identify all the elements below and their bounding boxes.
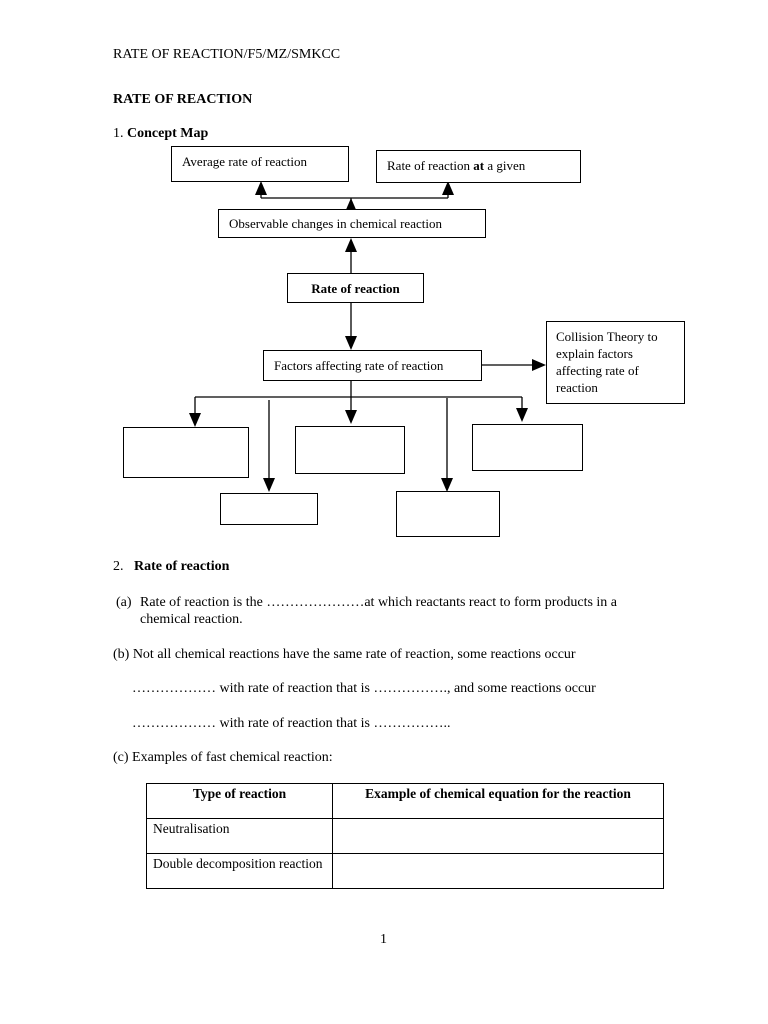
section-2-number: 2. [113, 559, 124, 574]
rate-given-post-label: a given [484, 158, 526, 173]
table-cell-type: Double decomposition reaction [146, 853, 333, 889]
para-a-line-1: Rate of reaction is the …………………at which … [140, 595, 618, 610]
para-a-marker: (a) [116, 595, 132, 610]
factors-box: Factors affecting rate of reaction [263, 350, 482, 381]
collision-theory-label: Collision Theory to explain factors affe… [556, 329, 658, 395]
factor-blank-box-2[interactable] [295, 426, 405, 474]
section-1-heading: 1. Concept Map [113, 126, 208, 142]
observable-changes-label: Observable changes in chemical reaction [229, 216, 442, 231]
rate-of-reaction-box: Rate of reaction [287, 273, 424, 303]
section-1-label: Concept Map [127, 126, 209, 141]
table-cell-example[interactable] [332, 818, 664, 854]
page-header: RATE OF REACTION/F5/MZ/SMKCC [113, 47, 341, 62]
factor-blank-box-1[interactable] [123, 427, 249, 478]
page-title: RATE OF REACTION [113, 92, 253, 107]
table-cell-type: Neutralisation [146, 818, 333, 854]
table-header-row: Type of reaction Example of chemical equ… [146, 783, 664, 819]
para-b-line-3: ……………… with rate of reaction that is ………… [132, 716, 451, 731]
rate-of-reaction-label: Rate of reaction [311, 281, 400, 296]
para-c-text: (c) Examples of fast chemical reaction: [113, 750, 333, 765]
factors-label: Factors affecting rate of reaction [274, 358, 444, 373]
average-rate-box: Average rate of reaction [171, 146, 349, 182]
table-row: Double decomposition reaction [146, 853, 664, 889]
table-row: Neutralisation [146, 818, 664, 854]
factor-blank-box-5[interactable] [396, 491, 500, 537]
rate-at-given-time-box: Rate of reaction at a given [376, 150, 581, 183]
collision-theory-box: Collision Theory to explain factors affe… [546, 321, 685, 404]
section-2-heading: 2. Rate of reaction [113, 559, 229, 575]
section-1-number: 1. [113, 126, 124, 141]
page-number: 1 [380, 932, 387, 947]
table-header-example: Example of chemical equation for the rea… [332, 783, 664, 819]
para-b-line-2: ……………… with rate of reaction that is ………… [132, 681, 596, 696]
rate-given-pre-label: Rate of reaction [387, 158, 474, 173]
section-2-label: Rate of reaction [134, 559, 230, 574]
factor-blank-box-4[interactable] [220, 493, 318, 525]
para-b-line-1: (b) Not all chemical reactions have the … [113, 647, 576, 662]
fast-reaction-table: Type of reaction Example of chemical equ… [146, 783, 664, 889]
rate-given-bold-label: at [473, 158, 485, 173]
average-rate-label: Average rate of reaction [182, 154, 307, 169]
table-header-type: Type of reaction [146, 783, 333, 819]
observable-changes-box: Observable changes in chemical reaction [218, 209, 486, 238]
para-a-line-2: chemical reaction. [140, 612, 243, 627]
factor-blank-box-3[interactable] [472, 424, 583, 471]
concept-map-connectors [189, 181, 546, 492]
table-cell-example[interactable] [332, 853, 664, 889]
